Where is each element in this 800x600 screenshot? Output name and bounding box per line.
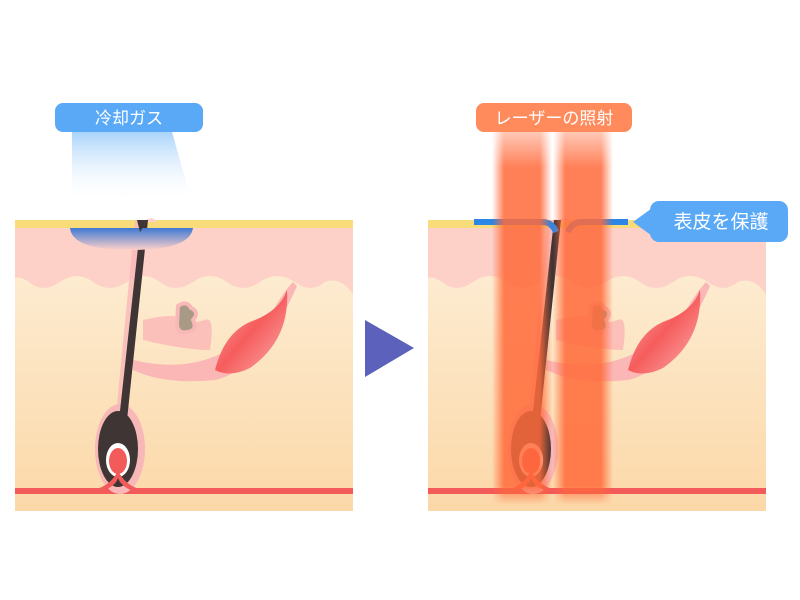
panel-laser: レーザーの照射 表皮を保護 (426, 103, 788, 513)
cooling-gas-spray (72, 132, 192, 203)
laser-label (476, 103, 632, 132)
cooled-epidermis-area (70, 228, 193, 250)
laser-beam-2 (553, 130, 613, 505)
cooling-gas-text: 冷却ガス (95, 109, 163, 129)
cooling-gas-label (55, 103, 203, 132)
protect-epidermis-label (650, 201, 788, 242)
panel-cooling: 冷却ガス (13, 103, 355, 513)
protect-epidermis-text: 表皮を保護 (673, 211, 768, 233)
skin-cross-section (13, 216, 355, 513)
laser-beam-1 (492, 130, 552, 505)
laser-text: レーザーの照射 (495, 109, 614, 129)
laser-beams (492, 130, 613, 505)
next-arrow-icon (365, 320, 414, 377)
